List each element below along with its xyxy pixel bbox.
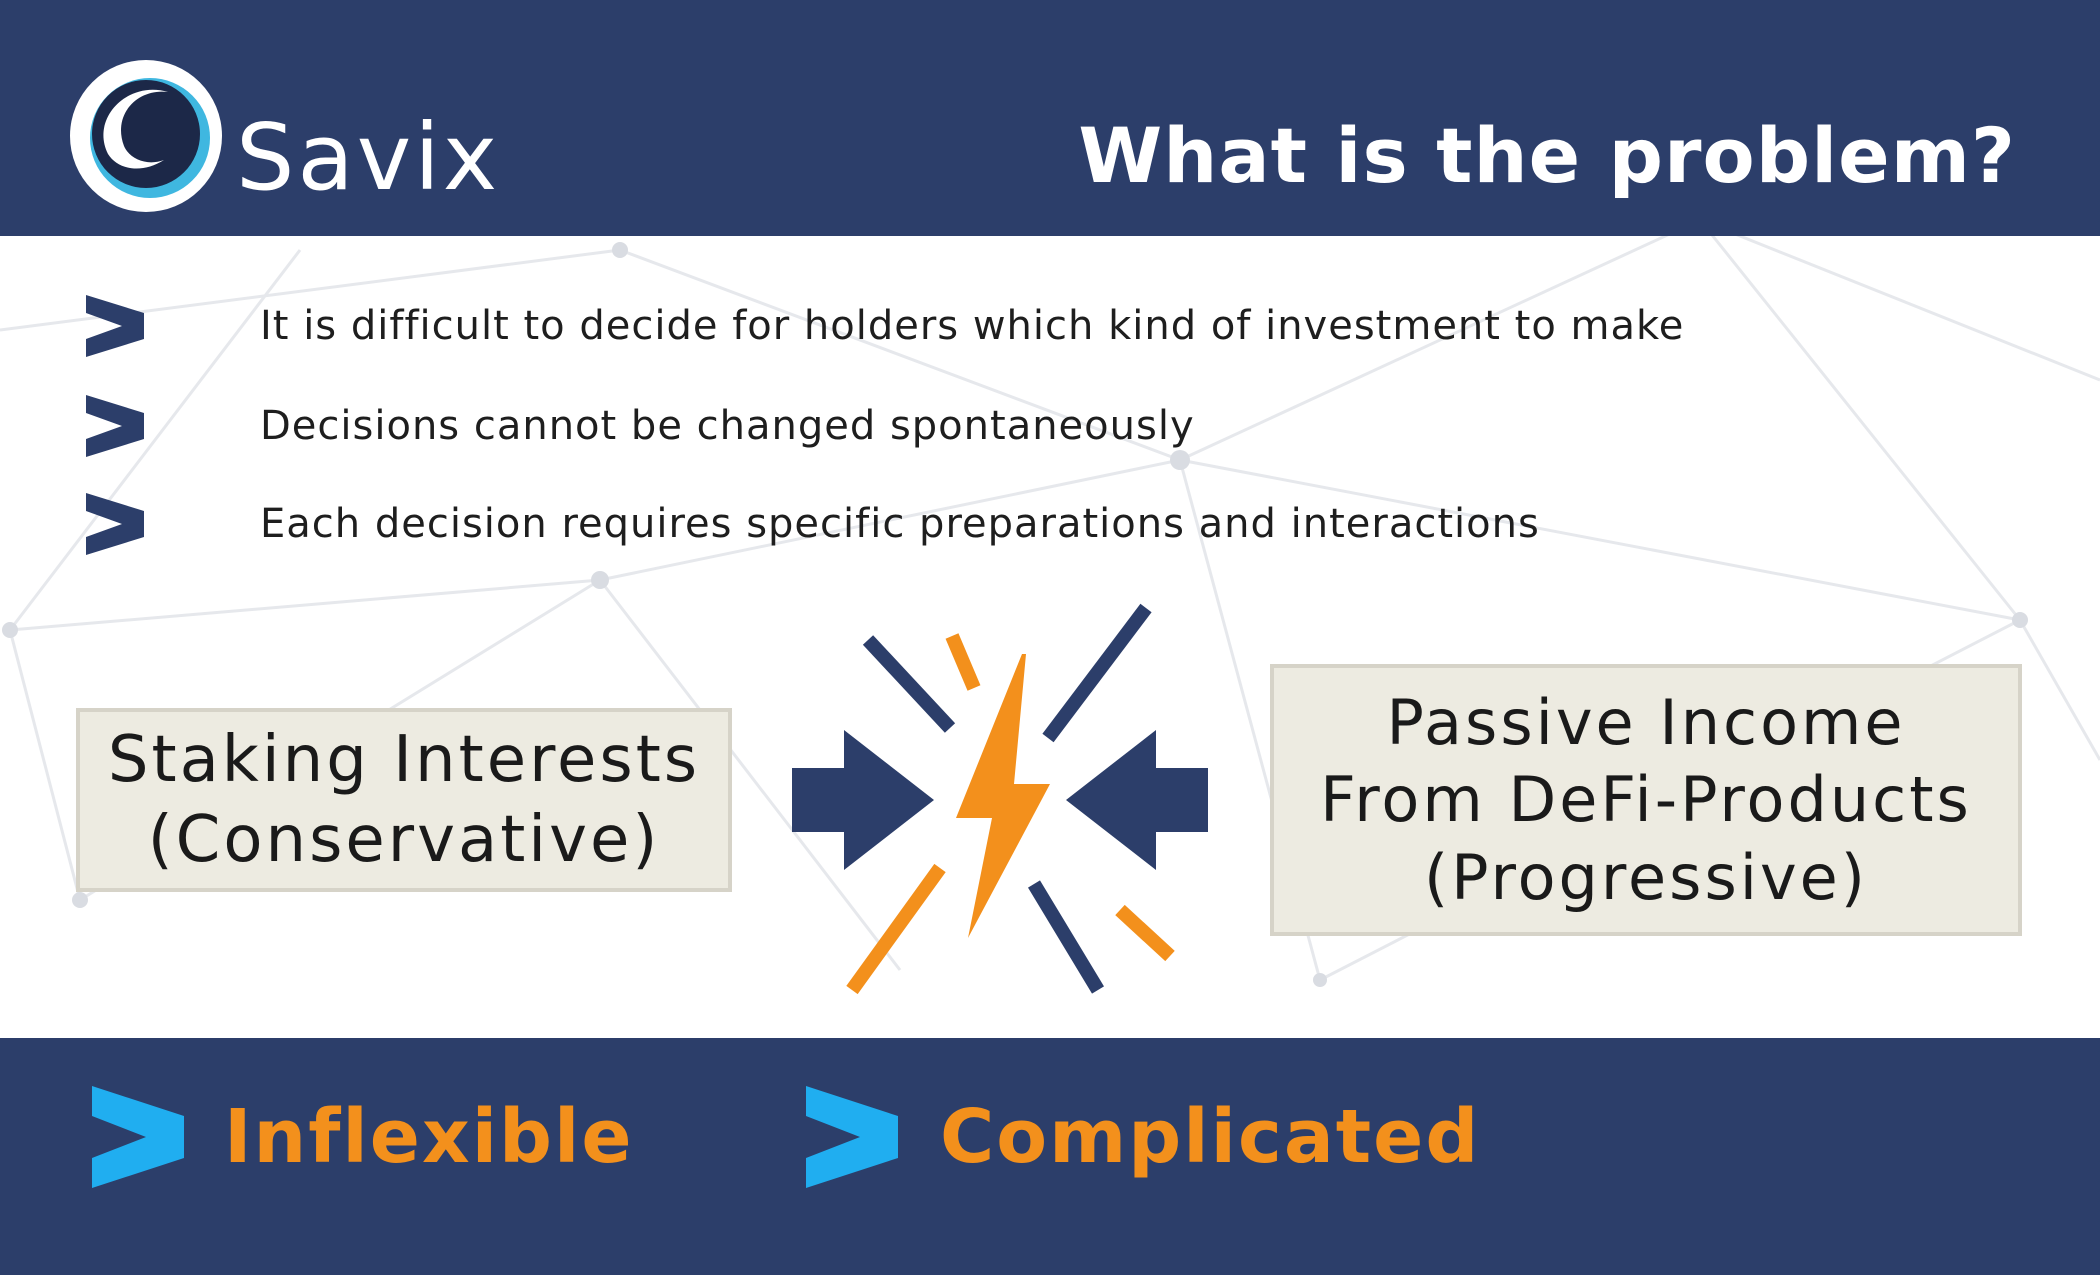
keyword-inflexible: Inflexible (224, 1094, 634, 1180)
chevron-right-icon (806, 1086, 898, 1188)
box-line: Staking Interests (107, 723, 701, 797)
footer-bar (0, 1038, 2100, 1275)
chevron-right-icon (86, 493, 144, 555)
brand-name: Savix (236, 104, 501, 211)
chevron-right-icon (92, 1086, 184, 1188)
chevron-right-icon (86, 295, 144, 357)
clash-lightning-icon (792, 603, 1208, 995)
bullet-item: It is difficult to decide for holders wh… (86, 290, 1886, 362)
bullet-text: Decisions cannot be changed spontaneousl… (260, 403, 1195, 449)
staking-interests-box: Staking Interests (Conservative) (76, 708, 732, 892)
bullet-text: It is difficult to decide for holders wh… (260, 303, 1685, 349)
savix-logo-icon (70, 60, 222, 212)
keyword-complicated: Complicated (940, 1094, 1481, 1180)
bullet-item: Decisions cannot be changed spontaneousl… (86, 390, 1886, 462)
passive-income-box: Passive Income From DeFi-Products (Progr… (1270, 664, 2022, 936)
bullet-item: Each decision requires specific preparat… (86, 488, 1886, 560)
header-bar: Savix What is the problem? (0, 0, 2100, 236)
box-line: (Progressive) (1423, 840, 1868, 914)
bullet-text: Each decision requires specific preparat… (260, 501, 1540, 547)
box-line: From DeFi-Products (1320, 763, 1972, 837)
box-line: Passive Income (1386, 685, 1906, 759)
chevron-right-icon (86, 395, 144, 457)
box-line: (Conservative) (147, 803, 661, 877)
page-title: What is the problem? (1078, 111, 2016, 200)
